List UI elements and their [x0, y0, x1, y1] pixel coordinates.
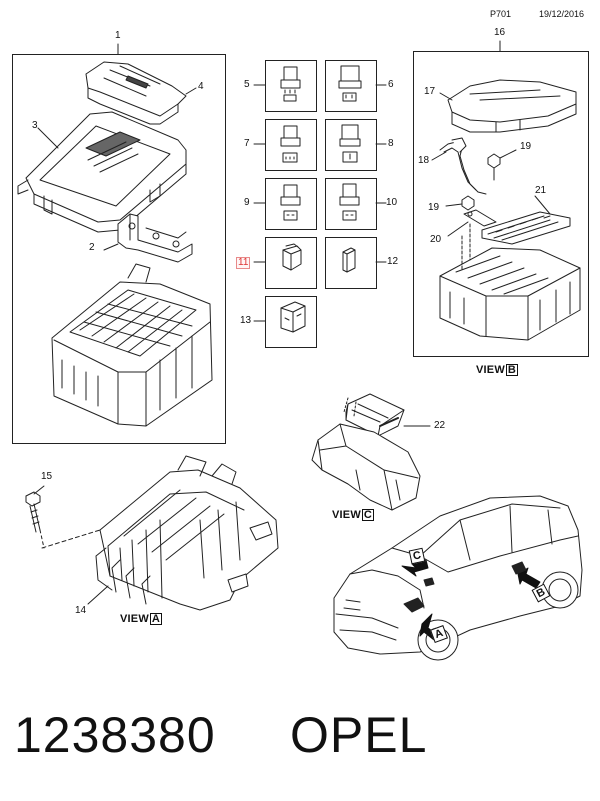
relay-6-icon — [338, 65, 362, 102]
part-2-bracket — [103, 213, 193, 263]
view-b-letter: B — [505, 364, 519, 376]
car-part-marker-a — [403, 597, 425, 613]
relay-7-icon — [280, 125, 301, 163]
callout-17: 17 — [424, 86, 436, 97]
callout-16: 16 — [494, 27, 506, 38]
callout-14: 14 — [75, 605, 87, 616]
callout-11-highlighted: 11 — [236, 257, 251, 269]
part-17-top-cover — [439, 79, 577, 133]
callout-20: 20 — [430, 234, 442, 245]
relay-5-icon — [280, 66, 301, 102]
callout-21: 21 — [535, 185, 547, 196]
view-c-letter: C — [361, 509, 375, 521]
callout-22: 22 — [434, 420, 446, 431]
view-a-letter: A — [149, 613, 163, 625]
callout-7: 7 — [244, 138, 250, 149]
car-arrow-b — [517, 567, 541, 589]
callout-19-upper: 19 — [520, 141, 532, 152]
brand-name: OPEL — [290, 707, 428, 763]
callout-2: 2 — [89, 242, 95, 253]
car-part-marker-b — [511, 561, 527, 575]
car-marker-c: C — [408, 547, 426, 565]
fuse-13-icon — [280, 301, 306, 333]
fuse-11-icon — [282, 243, 302, 271]
view-b-frame — [413, 51, 589, 357]
diagram-date: 19/12/2016 — [539, 9, 585, 19]
part-19-nut-lower — [445, 195, 475, 211]
callout-9: 9 — [244, 197, 250, 208]
relay-10-icon — [339, 183, 360, 221]
part-19-nut — [487, 149, 517, 181]
car-part-marker-c — [423, 577, 435, 587]
callout-8: 8 — [388, 138, 394, 149]
diagram-code: P701 — [490, 9, 512, 19]
callout-12: 12 — [387, 256, 399, 267]
car-arrow-c — [401, 559, 429, 577]
relay-9-box — [265, 178, 317, 230]
part-15-bolt — [25, 485, 45, 549]
callout-15: 15 — [41, 471, 53, 482]
callout-19-lower: 19 — [428, 202, 440, 213]
view-a-housing — [41, 455, 279, 611]
view-b-word: VIEW — [476, 364, 505, 376]
callout-13: 13 — [240, 315, 252, 326]
part-3-main-cover — [17, 111, 187, 233]
view-a-word: VIEW — [120, 613, 149, 625]
callout-5: 5 — [244, 79, 250, 90]
view-b-base — [439, 223, 581, 341]
relay-8-icon — [339, 124, 361, 163]
callout-6: 6 — [388, 79, 394, 90]
part-22-module — [345, 393, 431, 437]
part-20-terminal — [447, 209, 497, 237]
fuse-box-assembly-frame — [12, 54, 226, 444]
callout-10: 10 — [386, 197, 398, 208]
view-c-bracket — [311, 397, 421, 511]
view-c-word: VIEW — [332, 509, 361, 521]
part-21-busbar — [481, 195, 571, 245]
relay-9-icon — [280, 184, 301, 221]
callout-1: 1 — [115, 30, 121, 41]
fuse-box-base — [51, 263, 213, 427]
fuse-12-icon — [342, 247, 356, 273]
callout-3: 3 — [32, 120, 38, 131]
part-4-cover-strip — [85, 61, 197, 125]
part-number: 1238380 — [14, 707, 216, 763]
part-18-cable — [431, 137, 487, 195]
callout-18: 18 — [418, 155, 430, 166]
callout-4: 4 — [198, 81, 204, 92]
